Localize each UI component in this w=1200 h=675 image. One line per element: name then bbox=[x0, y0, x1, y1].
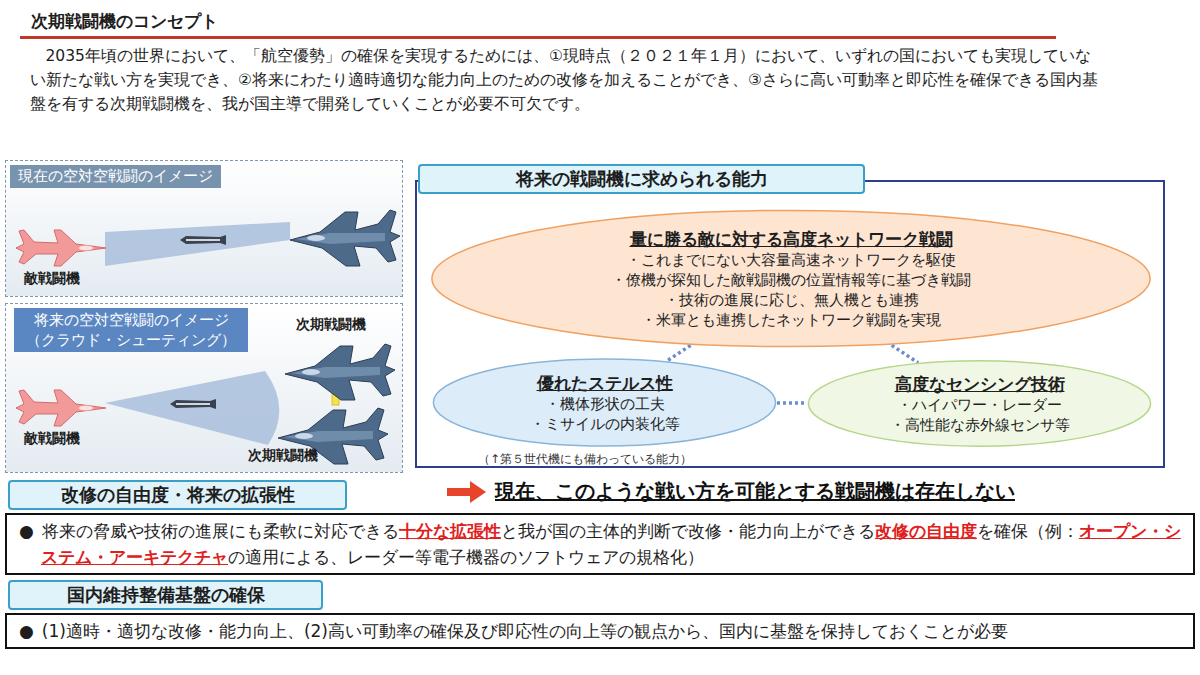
panel-ground bbox=[6, 304, 402, 472]
body-text: の適用による、レーダー等電子機器のソフトウェアの規格化） bbox=[228, 547, 704, 567]
ellipse-content: 量に勝る敵に対する高度ネットワーク戦闘・これまでにない大容量高速ネットワークを駆… bbox=[429, 209, 1153, 348]
next-fighter-jet bbox=[290, 210, 400, 266]
dotted-connector bbox=[777, 401, 807, 405]
body-text: (1)適時・適切な改修・能力向上、(2)高い可動率の確保及び即応性の向上等の観点… bbox=[42, 621, 1008, 641]
tab-label: 国内維持整備基盤の確保 bbox=[67, 583, 265, 607]
bullet-box: ● (1)適時・適切な改修・能力向上、(2)高い可動率の確保及び即応性の向上等の観… bbox=[5, 613, 1195, 649]
aircraft-label: 次期戦闘機 bbox=[296, 316, 366, 334]
enemy-jet bbox=[16, 390, 106, 426]
radar-beam bbox=[105, 371, 279, 445]
bullet-item: ・高性能な赤外線センサ等 bbox=[890, 415, 1070, 435]
radar-beam bbox=[105, 222, 290, 266]
section-tab: 国内維持整備基盤の確保 bbox=[8, 580, 323, 610]
capability-box: 将来の戦闘機に求められる能力量に勝る敵に対する高度ネットワーク戦闘・これまでにな… bbox=[415, 180, 1165, 468]
bullet-paragraph: ● 将来の脅威や技術の進展にも柔軟に対応できる十分な拡張性と我が国の主体的判断で改… bbox=[7, 515, 1193, 573]
bullet-mark: ● bbox=[19, 521, 34, 541]
panel-header: 現在の空対空戦闘のイメージ bbox=[10, 165, 221, 188]
bullet-item: ・米軍とも連携したネットワーク戦闘を実現 bbox=[641, 310, 941, 330]
result-arrow bbox=[447, 481, 486, 503]
ellipse-content: 高度なセンシング技術・ハイパワー・レーダー・高性能な赤外線センサ等 bbox=[807, 360, 1152, 447]
title-rule bbox=[20, 36, 1056, 39]
page-title: 次期戦闘機のコンセプト bbox=[31, 10, 218, 33]
capability-ellipse: 量に勝る敵に対する高度ネットワーク戦闘・これまでにない大容量高速ネットワークを駆… bbox=[429, 209, 1153, 348]
enemy-jet bbox=[16, 230, 106, 266]
bullet-box: ● 将来の脅威や技術の進展にも柔軟に対応できる十分な拡張性と我が国の主体的判断で改… bbox=[5, 513, 1195, 575]
bullet-item: ・ミサイルの内装化等 bbox=[530, 414, 680, 434]
bullet-item: ・これまでにない大容量高速ネットワークを駆使 bbox=[626, 250, 956, 270]
bullet-item: ・技術の進展に応じ、無人機とも連携 bbox=[664, 290, 919, 310]
dotted-connector bbox=[667, 345, 691, 361]
aircraft-label: 敵戦闘機 bbox=[24, 270, 80, 288]
emphasis-text: 十分な拡張性 bbox=[399, 521, 501, 541]
panel-ground bbox=[6, 161, 402, 296]
ellipse-title: 量に勝る敵に対する高度ネットワーク戦闘 bbox=[630, 228, 953, 250]
capability-ellipse: 高度なセンシング技術・ハイパワー・レーダー・高性能な赤外線センサ等 bbox=[807, 360, 1152, 447]
bullet-mark: ● bbox=[19, 621, 34, 641]
missile bbox=[170, 399, 216, 409]
ellipse-content: 優れたステルス性・機体形状の工夫・ミサイルの内装化等 bbox=[432, 358, 777, 447]
tab-label: 改修の自由度・将来の拡張性 bbox=[61, 483, 295, 507]
capability-ellipse: 優れたステルス性・機体形状の工夫・ミサイルの内装化等 bbox=[432, 358, 777, 447]
body-text: を確保（例： bbox=[977, 521, 1079, 541]
next-fighter-jet bbox=[285, 344, 395, 400]
ellipse-title: 高度なセンシング技術 bbox=[895, 373, 1065, 395]
section-tab: 改修の自由度・将来の拡張性 bbox=[8, 480, 347, 510]
missile bbox=[180, 235, 226, 245]
emphasis-text: 改修の自由度 bbox=[875, 521, 977, 541]
intro-paragraph: 2035年頃の世界において、「航空優勢」の確保を実現するためには、①現時点（２０… bbox=[30, 44, 1098, 116]
aircraft-label: 次期戦闘機 bbox=[248, 447, 318, 465]
ellipse-title: 優れたステルス性 bbox=[537, 372, 673, 394]
body-text: と我が国の主体的判断で改修・能力向上ができる bbox=[501, 521, 875, 541]
bullet-item: ・機体形状の工夫 bbox=[545, 394, 665, 414]
dotted-connector bbox=[892, 345, 919, 363]
conclusion-text: 現在、このような戦い方を可能とする戦闘機は存在しない bbox=[495, 478, 1015, 505]
aircraft-label: 敵戦闘機 bbox=[24, 430, 80, 448]
box-header: 将来の戦闘機に求められる能力 bbox=[418, 164, 865, 194]
bullet-item: ・僚機が探知した敵戦闘機の位置情報等に基づき戦闘 bbox=[611, 270, 971, 290]
panel-header: 将来の空対空戦闘のイメージ （クラウド・シューティング） bbox=[14, 308, 248, 352]
bullet-paragraph: ● (1)適時・適切な改修・能力向上、(2)高い可動率の確保及び即応性の向上等の観… bbox=[7, 615, 1193, 647]
footnote: （↑第５世代機にも備わっている能力） bbox=[478, 451, 692, 468]
bullet-item: ・ハイパワー・レーダー bbox=[897, 395, 1062, 415]
body-text: 将来の脅威や技術の進展にも柔軟に対応できる bbox=[42, 521, 399, 541]
